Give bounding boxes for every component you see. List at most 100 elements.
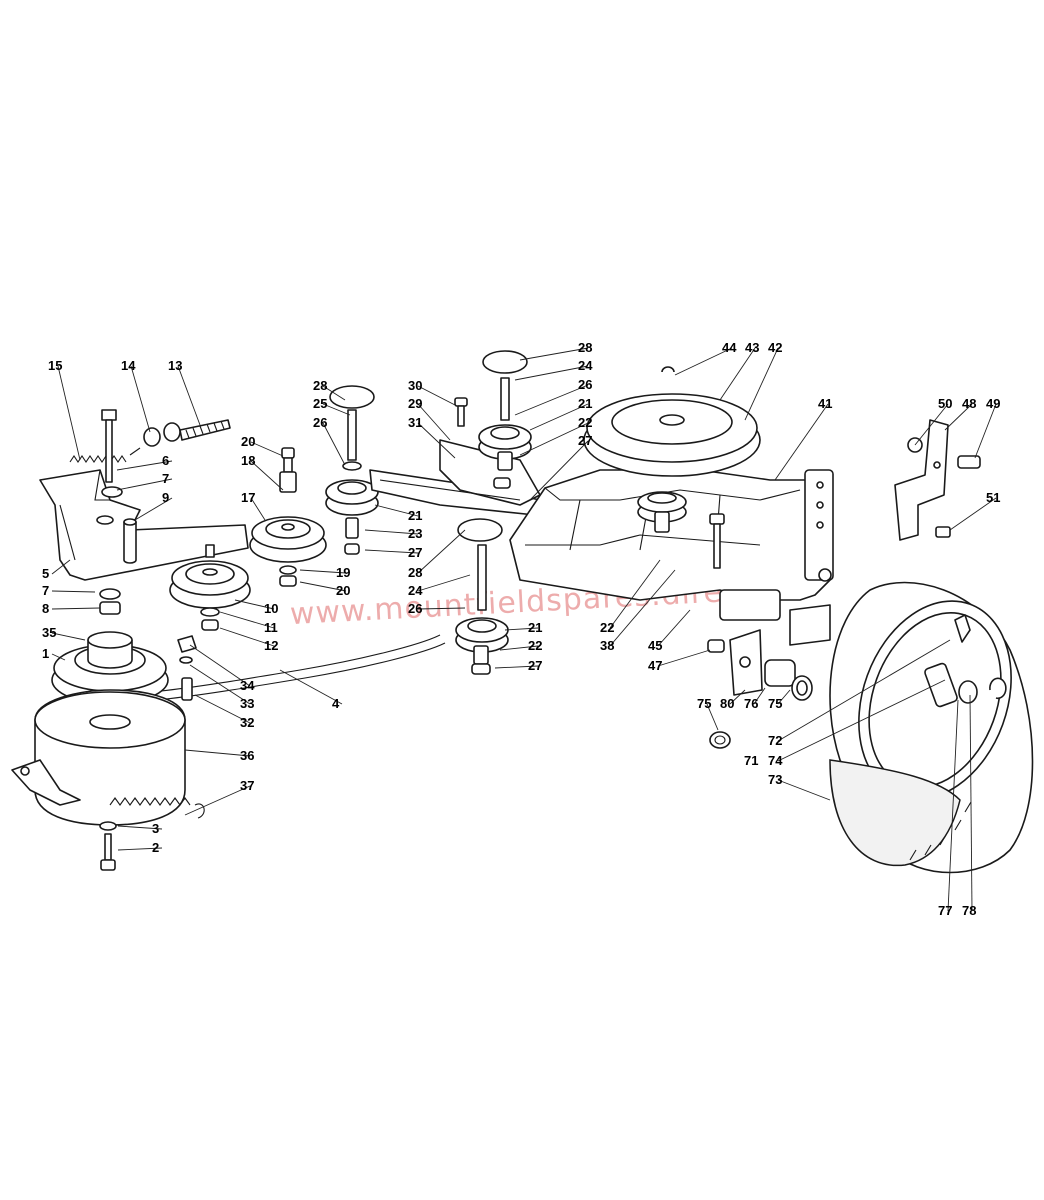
leader-line-c21c	[504, 627, 539, 631]
leader-line-c33	[189, 664, 251, 705]
leader-line-c49	[974, 403, 997, 459]
leader-line-c22b	[499, 645, 539, 651]
callout-label-c1: 1	[42, 646, 49, 661]
leader-line-c25	[322, 403, 351, 416]
washer-7	[99, 588, 121, 600]
leader-line-c11	[219, 611, 275, 629]
callout-label-c2: 2	[152, 840, 159, 855]
callout-label-c24a: 24	[578, 358, 593, 373]
leader-line-c35	[51, 632, 86, 641]
callout-label-c22a: 22	[578, 415, 592, 430]
callout-label-c45: 45	[648, 638, 662, 653]
leader-line-c21b	[529, 403, 589, 431]
washer-19	[279, 565, 297, 575]
leader-line-c22c	[609, 559, 661, 629]
leader-line-c13	[177, 365, 201, 426]
leader-line-c75b	[777, 689, 791, 705]
leader-line-c26c	[417, 607, 466, 610]
leader-line-c5	[51, 559, 71, 575]
callout-label-c21c: 21	[528, 620, 542, 635]
leader-line-c20a	[250, 441, 284, 457]
callout-label-c20b: 20	[336, 583, 350, 598]
callout-label-c74: 74	[768, 753, 783, 768]
leader-line-c19	[299, 569, 347, 574]
callout-label-c8: 8	[42, 601, 49, 616]
leader-line-c6	[116, 460, 173, 471]
callout-label-c3: 3	[152, 821, 159, 836]
electric-clutch	[11, 689, 186, 826]
leader-line-c22a	[519, 422, 589, 456]
pulley-10	[169, 560, 251, 609]
idler-pulley-21a	[325, 385, 379, 555]
clutch-spring-37	[109, 797, 205, 819]
pulley-17	[249, 516, 327, 563]
callout-label-c28b: 28	[578, 340, 592, 355]
callout-label-c7a: 7	[162, 471, 169, 486]
leader-line-c4	[279, 669, 343, 705]
leader-line-c28b	[519, 347, 589, 361]
callout-label-c22b: 22	[528, 638, 542, 653]
leader-line-c9	[134, 497, 173, 521]
leader-line-c10	[234, 599, 275, 610]
callout-label-c34: 34	[240, 678, 255, 693]
nut-47	[707, 639, 725, 653]
pin-10	[205, 544, 215, 558]
callout-label-c20a: 20	[241, 434, 255, 449]
callout-label-c26a: 26	[313, 415, 327, 430]
spacer-9	[123, 518, 137, 564]
clutch-bolt-2	[99, 821, 117, 871]
callout-label-c44: 44	[722, 340, 737, 355]
callout-label-c5: 5	[42, 566, 49, 581]
idler-arm	[369, 439, 541, 516]
callout-label-c77: 77	[938, 903, 952, 918]
callout-label-c78: 78	[962, 903, 976, 918]
tension-spring	[69, 447, 141, 463]
leader-line-c38	[609, 569, 676, 647]
callout-label-c27a: 27	[408, 545, 422, 560]
callout-label-c76: 76	[744, 696, 758, 711]
callout-label-c35: 35	[42, 625, 56, 640]
callout-label-c24b: 24	[408, 583, 423, 598]
clutch-fixings	[177, 635, 197, 701]
callout-label-c26b: 26	[578, 377, 592, 392]
leader-line-c7a	[116, 478, 173, 491]
leader-line-c3	[117, 825, 163, 830]
callout-label-c29: 29	[408, 396, 422, 411]
callout-label-c23: 23	[408, 526, 422, 541]
callout-label-c33: 33	[240, 696, 254, 711]
callout-label-c15: 15	[48, 358, 62, 373]
leader-line-c26a	[322, 422, 346, 466]
callout-label-c30: 30	[408, 378, 422, 393]
leader-line-c80	[729, 689, 746, 705]
leader-line-c37	[184, 785, 251, 816]
mount-bracket	[894, 419, 981, 541]
bolt-transaxle	[709, 513, 725, 569]
callout-label-c13: 13	[168, 358, 182, 373]
leader-line-c29	[417, 403, 451, 441]
leader-line-c36	[184, 749, 251, 757]
callout-label-c72: 72	[768, 733, 782, 748]
callout-label-c48: 48	[962, 396, 976, 411]
callout-label-c7b: 7	[42, 583, 49, 598]
leader-line-c18	[250, 460, 284, 491]
washer-75	[709, 731, 731, 749]
leader-line-c24a	[514, 365, 589, 381]
leader-line-c12	[219, 627, 275, 647]
callout-label-c31: 31	[408, 415, 422, 430]
callout-label-c11: 11	[264, 620, 278, 635]
callout-label-c27c: 27	[528, 658, 542, 673]
callout-label-c14: 14	[121, 358, 136, 373]
callout-label-c50: 50	[938, 396, 952, 411]
leader-line-c28a	[322, 385, 346, 401]
callout-label-c75b: 75	[768, 696, 782, 711]
leader-line-c28c	[417, 529, 466, 574]
leader-line-c34	[189, 644, 251, 687]
nut-20	[279, 575, 297, 587]
leader-line-c23	[364, 529, 419, 535]
callout-label-c17: 17	[241, 490, 255, 505]
idler-pulley-21b	[478, 350, 532, 489]
leader-line-c2	[117, 847, 163, 851]
leader-line-c77	[947, 699, 959, 912]
callout-label-c12: 12	[264, 638, 278, 653]
